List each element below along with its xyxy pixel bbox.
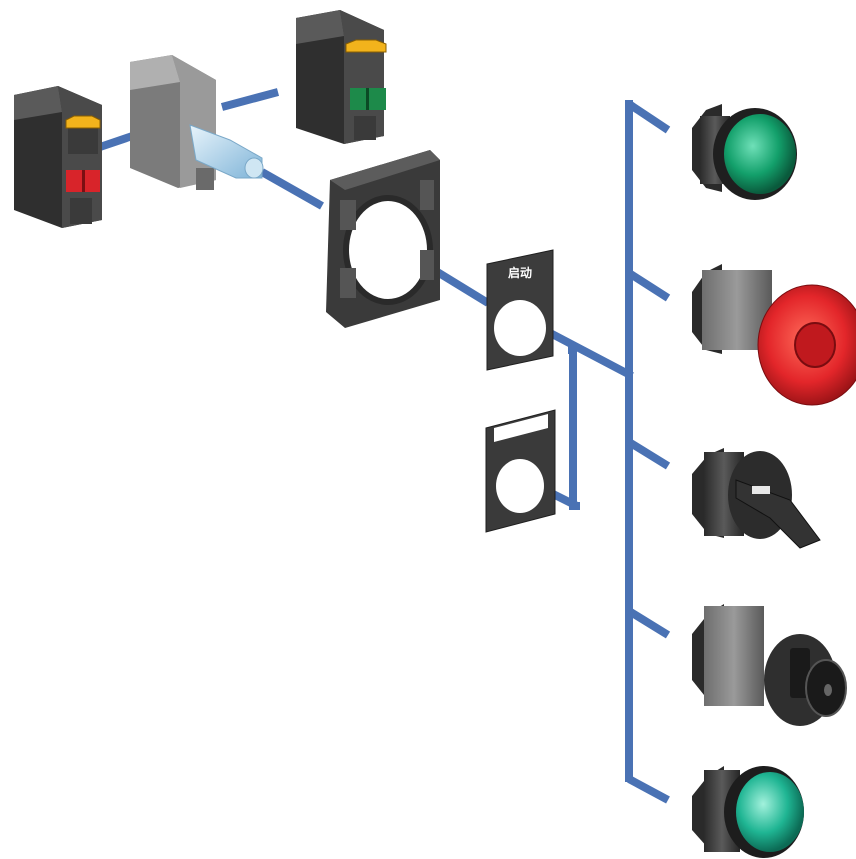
fixing-collar: [326, 150, 440, 328]
legend-plate-with-text: 启动: [486, 249, 554, 371]
branch-head-1: [626, 100, 671, 134]
legend-holder-blank: [485, 409, 556, 533]
branch-head-5: [627, 775, 670, 804]
branch-head-3: [626, 438, 671, 470]
connector-lines: [98, 88, 671, 804]
contact-block-nc: [14, 86, 102, 228]
head-key-selector: [692, 604, 847, 726]
branch-head-2: [626, 269, 671, 302]
head-selector-switch: [692, 448, 821, 549]
connector-light-to-no: [220, 88, 280, 111]
branch-head-4: [626, 607, 671, 639]
light-block: [130, 55, 264, 190]
connector-light-to-collar: [260, 168, 324, 210]
head-flush-pushbutton-green: [692, 104, 797, 200]
legend-plate-label: 启动: [508, 265, 532, 280]
contact-block-no: [296, 10, 387, 144]
head-illuminated-pushbutton-green: [692, 766, 804, 858]
head-mushroom-emergency-red: [692, 264, 856, 406]
connector-holder-branch: [568, 346, 580, 510]
